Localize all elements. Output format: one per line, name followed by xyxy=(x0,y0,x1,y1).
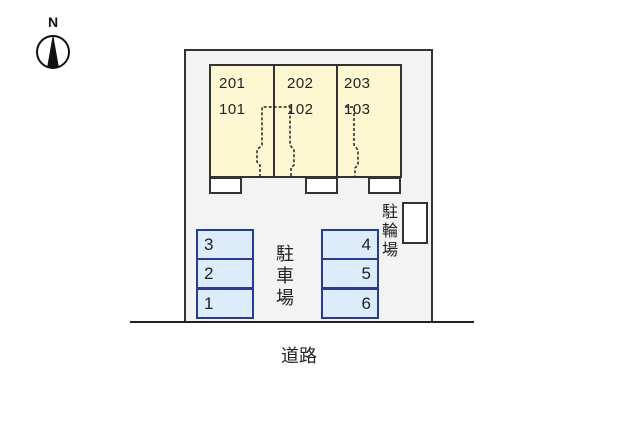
slot-number: 5 xyxy=(361,264,371,283)
ac-unit xyxy=(305,177,338,194)
stair-outlines xyxy=(256,106,359,177)
unit-upper-number: 202 xyxy=(287,75,314,92)
unit-lower-number: 101 xyxy=(219,101,246,118)
unit-lower-number: 102 xyxy=(287,101,314,118)
bicycle-parking-area xyxy=(402,202,428,244)
parking-slot-6: 6 xyxy=(321,288,379,319)
slot-number: 1 xyxy=(204,294,214,313)
unit-upper-number: 201 xyxy=(219,75,246,92)
unit-upper-number: 203 xyxy=(344,75,371,92)
slot-number: 2 xyxy=(204,264,214,283)
unit-2: 202 102 xyxy=(273,64,338,178)
slot-number: 6 xyxy=(361,294,371,313)
parking-slot-3: 3 xyxy=(196,229,254,260)
parking-label: 駐 車 場 xyxy=(276,244,294,308)
ac-unit xyxy=(209,177,242,194)
unit-1: 201 101 xyxy=(209,64,275,178)
north-arrow-icon xyxy=(36,34,70,69)
slot-number: 3 xyxy=(204,235,214,254)
parking-slot-2: 2 xyxy=(196,258,254,289)
unit-3: 203 103 xyxy=(336,64,402,178)
compass-label: N xyxy=(48,14,59,30)
ac-unit xyxy=(368,177,401,194)
slot-number: 4 xyxy=(361,235,371,254)
compass: N xyxy=(34,14,74,74)
bicycle-parking-label: 駐 輪 場 xyxy=(381,204,398,259)
parking-slot-5: 5 xyxy=(321,258,379,289)
road-label: 道路 xyxy=(281,346,317,366)
unit-lower-number: 103 xyxy=(344,101,371,118)
parking-slot-1: 1 xyxy=(196,288,254,319)
road-boundary-line xyxy=(130,321,474,323)
parking-slot-4: 4 xyxy=(321,229,379,260)
